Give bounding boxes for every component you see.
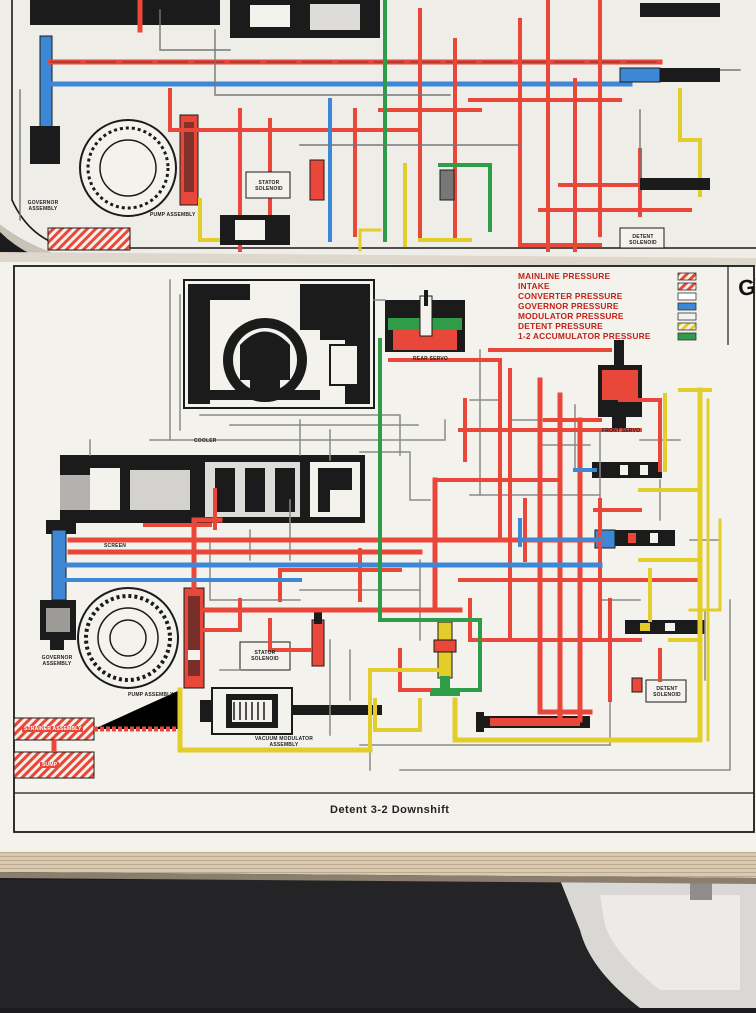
- legend-intake: INTAKE: [518, 281, 550, 291]
- label-pump-assembly: PUMP ASSEMBLY: [128, 692, 174, 698]
- legend-modulator: MODULATOR PRESSURE: [518, 311, 624, 321]
- legend-governor: GOVERNOR PRESSURE: [518, 301, 619, 311]
- label-rear-servo: REAR SERVO: [413, 356, 448, 362]
- label-detent-solenoid: DETENT SOLENOID: [653, 686, 681, 698]
- legend-accumulator: 1-2 ACCUMULATOR PRESSURE: [518, 331, 651, 341]
- legend-mainline: MAINLINE PRESSURE: [518, 271, 611, 281]
- label-front-servo: FRONT SERVO: [602, 428, 641, 434]
- legend-detent: DETENT PRESSURE: [518, 321, 603, 331]
- label-stator-solenoid: STATOR SOLENOID: [251, 650, 279, 662]
- label-sump: SUMP: [40, 762, 60, 768]
- label-governor-assembly: GOVERNOR ASSEMBLY: [41, 655, 73, 667]
- label-vacuum-modulator: VACUUM MODULATOR ASSEMBLY: [254, 736, 314, 748]
- diagram-caption: Detent 3-2 Downshift: [330, 804, 450, 816]
- label-screen: SCREEN: [104, 543, 127, 549]
- label-top-governor: GOVERNOR ASSEMBLY: [27, 200, 59, 212]
- label-top-stator: STATOR SOLENOID: [255, 180, 283, 192]
- label-cooler: COOLER: [194, 438, 217, 444]
- label-strainer: STRAINER ASSEMBLY: [22, 726, 84, 732]
- label-top-pump: PUMP ASSEMBLY: [150, 212, 196, 218]
- legend-converter: CONVERTER PRESSURE: [518, 291, 623, 301]
- label-top-detent: DETENT SOLENOID: [629, 234, 657, 246]
